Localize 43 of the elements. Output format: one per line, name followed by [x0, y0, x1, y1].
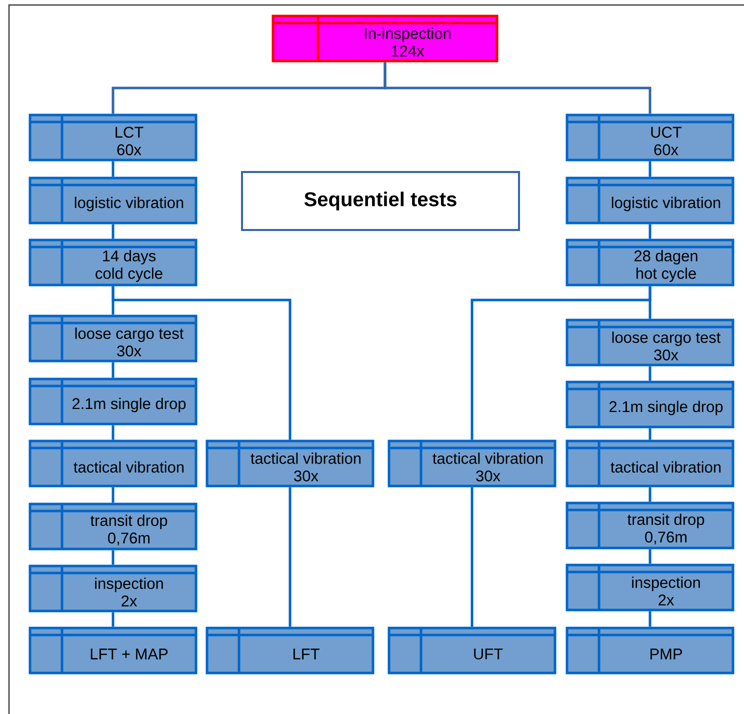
process-box: tactical vibration — [28, 440, 198, 488]
connector-line — [648, 428, 652, 440]
process-box: tactical vibration — [566, 440, 734, 488]
start-box: In-inspection 124x — [272, 14, 498, 62]
process-box: logistic vibration — [566, 176, 734, 224]
connector-line — [112, 550, 114, 565]
process-box: 28 dagen hot cycle — [566, 238, 734, 286]
process-box: transit drop 0,76m — [566, 502, 734, 550]
connector-line — [470, 286, 652, 440]
connector-line — [384, 62, 652, 114]
connector-line — [288, 487, 292, 627]
process-box: UCT 60x — [566, 114, 734, 162]
connector-line — [112, 487, 114, 503]
connector-line — [648, 549, 652, 564]
process-box: logistic vibration — [28, 176, 198, 224]
connector-line — [648, 611, 652, 627]
process-box: LCT 60x — [28, 114, 198, 162]
connector-line — [470, 487, 474, 627]
connector-line — [112, 224, 114, 239]
process-box: tactical vibration 30x — [206, 440, 374, 488]
connector-line — [648, 487, 652, 502]
process-box: loose cargo test 30x — [28, 314, 198, 362]
connector-line — [112, 161, 114, 177]
process-box: inspection 2x — [566, 564, 734, 612]
connector-line — [112, 425, 114, 440]
process-box: UFT — [388, 626, 556, 674]
process-box: PMP — [566, 626, 734, 674]
process-box: loose cargo test 30x — [566, 318, 734, 366]
process-box: tactical vibration 30x — [388, 440, 556, 488]
connector-line — [648, 366, 652, 381]
process-box: LFT + MAP — [28, 626, 198, 674]
connector-line — [112, 362, 114, 378]
process-box: LFT — [206, 626, 374, 674]
process-box: inspection 2x — [28, 564, 198, 612]
process-box: 2.1m single drop — [566, 380, 734, 428]
connector-line — [112, 612, 114, 627]
process-box: 2.1m single drop — [28, 378, 198, 426]
connector-line — [648, 161, 652, 177]
process-box: transit drop 0,76m — [28, 502, 198, 550]
title-box: Sequentiel tests — [241, 171, 520, 231]
connector-line — [112, 286, 292, 440]
connector-line — [648, 224, 652, 239]
process-box: 14 days cold cycle — [28, 238, 198, 286]
